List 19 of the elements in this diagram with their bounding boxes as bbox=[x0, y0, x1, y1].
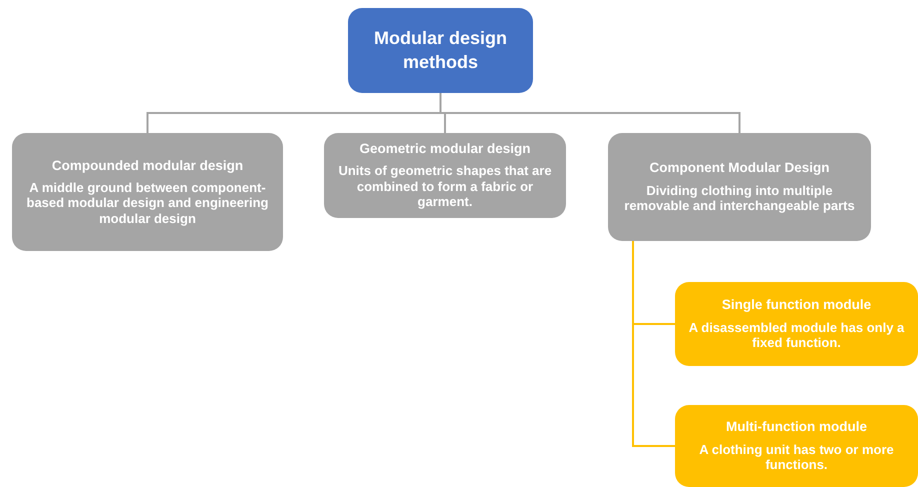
connector-line bbox=[440, 93, 740, 133]
connector-line bbox=[632, 241, 675, 447]
category-box bbox=[608, 133, 871, 241]
box-description: A disassembled module has only a fixed function. bbox=[688, 320, 906, 351]
box-description: Dividing clothing into multiple removable and interchangeable parts bbox=[623, 182, 856, 214]
category-box bbox=[675, 282, 918, 366]
box-heading: Modular design methods bbox=[372, 27, 508, 74]
box-heading: Multi-function module bbox=[726, 419, 867, 436]
box-description: Units of geometric shapes that are combined to form a fabric or garment. bbox=[337, 163, 553, 210]
root-box bbox=[348, 8, 533, 93]
box-heading: Component Modular Design bbox=[650, 160, 830, 176]
category-box bbox=[324, 133, 566, 218]
box-description: A clothing unit has two or more functions. bbox=[698, 442, 895, 473]
box-heading: Geometric modular design bbox=[359, 141, 531, 158]
box-heading: Compounded modular design bbox=[52, 158, 244, 174]
category-box bbox=[12, 133, 283, 251]
box-heading: Single function module bbox=[722, 297, 872, 314]
category-box bbox=[675, 405, 918, 487]
box-description: A middle ground between component-based modular design and engineering modular design bbox=[26, 180, 270, 226]
